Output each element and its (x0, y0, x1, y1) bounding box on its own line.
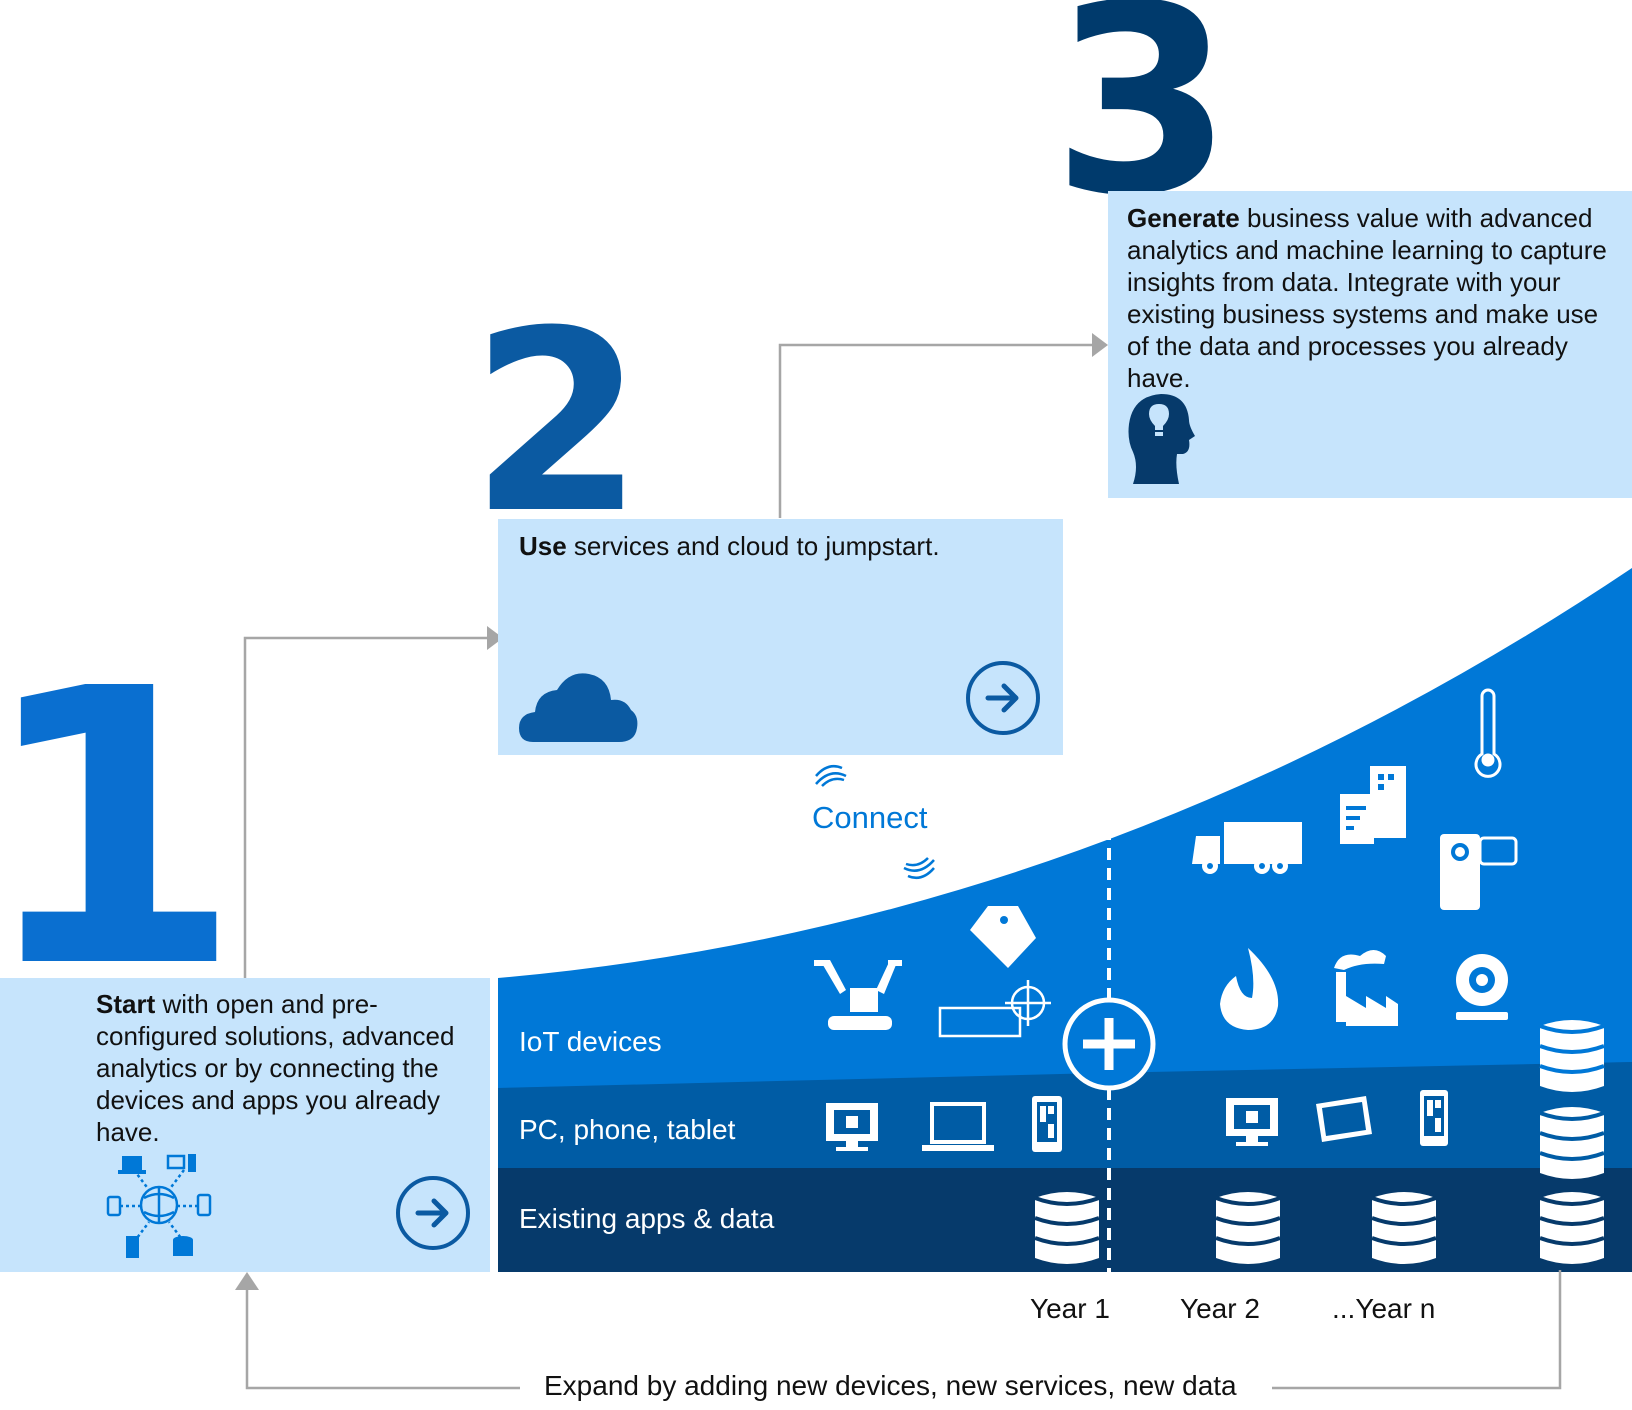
target-sensor-icon (938, 980, 1051, 1038)
step-1-text: Start with open and pre-configured solut… (96, 988, 476, 1148)
database-icon (1214, 1190, 1282, 1266)
thermometer-icon (1474, 688, 1502, 778)
step-3-text: Generate business value with advanced an… (1127, 202, 1607, 394)
band-label-pc: PC, phone, tablet (519, 1114, 736, 1145)
step-1-verb: Start (96, 989, 156, 1019)
desktop-icon (826, 1103, 878, 1151)
cloud-icon (519, 673, 638, 742)
head-lightbulb-icon (1128, 394, 1195, 484)
phone-icon (1420, 1090, 1448, 1146)
step-2-number: 2 (470, 277, 644, 568)
pc-band (498, 1062, 1632, 1168)
database-icon (1538, 1190, 1606, 1266)
laptop-icon (922, 1102, 994, 1151)
step-3-description: business value with advanced analytics a… (1127, 203, 1607, 393)
phone-icon (1032, 1096, 1062, 1152)
year-label-2: Year 2 (1180, 1293, 1260, 1324)
database-icon (1539, 1020, 1605, 1092)
plus-circle-icon (1062, 997, 1156, 1091)
step-2-text: Use services and cloud to jumpstart. (519, 530, 1039, 562)
step-3-box (1108, 191, 1632, 498)
year-label-n: ...Year n (1332, 1293, 1436, 1324)
step-2-arrow-button[interactable] (966, 661, 1040, 735)
webcam-icon (1456, 954, 1508, 1020)
wifi-icon (903, 857, 935, 879)
database-icon (1370, 1190, 1438, 1266)
robot-arm-icon (814, 960, 902, 1030)
year-label-1: Year 1 (1030, 1293, 1110, 1324)
step-2-verb: Use (519, 531, 567, 561)
database-icon (1033, 1190, 1101, 1266)
wifi-icon (815, 765, 847, 787)
database-icon (1539, 1107, 1605, 1179)
connect-label: Connect (812, 800, 928, 835)
truck-icon (1192, 822, 1302, 874)
band-label-iot: IoT devices (519, 1026, 662, 1057)
connectors (243, 343, 1562, 1390)
tablet-icon (1316, 1096, 1372, 1142)
fire-icon (1220, 948, 1279, 1030)
devices-network-icon (106, 1154, 212, 1258)
tag-icon (970, 906, 1036, 968)
factory-icon (1334, 950, 1398, 1026)
arrow-circle-icon (985, 683, 1019, 713)
arrow-circle-icon (415, 1198, 449, 1228)
step-1-description: with open and pre-configured solutions, … (96, 989, 455, 1147)
step-3-verb: Generate (1127, 203, 1240, 233)
buildings-icon (1340, 766, 1406, 844)
step-1-arrow-button[interactable] (396, 1176, 470, 1250)
step-1-number: 1 (0, 608, 243, 1051)
step-2-description: services and cloud to jumpstart. (566, 531, 940, 561)
desktop-icon (1226, 1098, 1278, 1146)
camera-icon (1440, 834, 1518, 910)
expand-caption: Expand by adding new devices, new servic… (544, 1370, 1237, 1401)
band-label-apps: Existing apps & data (519, 1203, 775, 1234)
